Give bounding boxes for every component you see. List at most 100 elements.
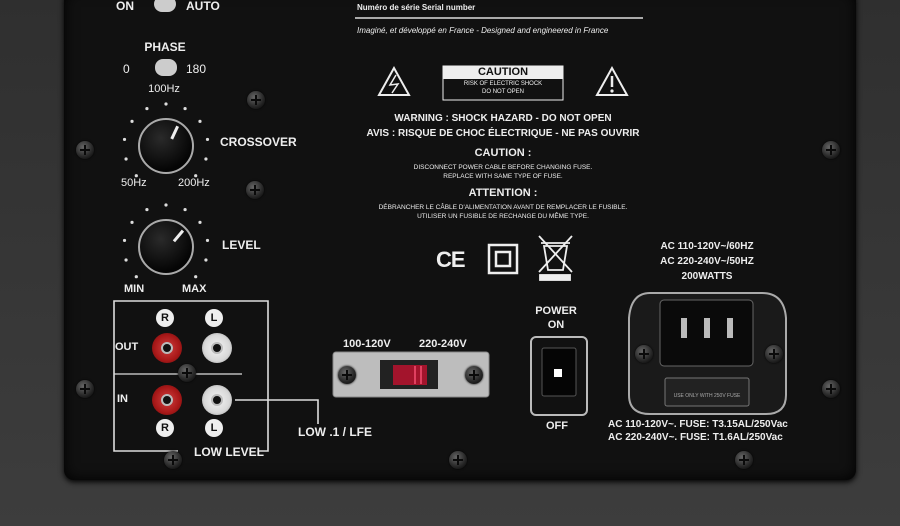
in-label: IN xyxy=(117,393,128,405)
crossover-label: CROSSOVER xyxy=(220,135,297,149)
low-level-label: LOW LEVEL xyxy=(194,445,264,459)
scale-dot xyxy=(204,157,208,161)
level-max-label: MAX xyxy=(182,283,207,295)
fuse-line1: AC 110-120V~. FUSE: T3.15AL/250Vac xyxy=(608,419,788,430)
scale-dot xyxy=(204,258,208,262)
scale-dot xyxy=(164,102,168,106)
scale-dot xyxy=(134,275,138,279)
caution-box-line1: RISK OF ELECTRIC SHOCK xyxy=(463,81,543,87)
caution-line2: REPLACE WITH SAME TYPE OF FUSE. xyxy=(443,173,563,180)
rca-in-right-jack[interactable] xyxy=(152,385,182,415)
caution-line1: DISCONNECT POWER CABLE BEFORE CHANGING F… xyxy=(413,164,593,171)
scale-dot xyxy=(145,106,149,111)
out-label: OUT xyxy=(115,341,139,353)
level-label: LEVEL xyxy=(222,238,261,252)
scale-dot xyxy=(130,220,134,224)
caution-box-line2: DO NOT OPEN xyxy=(482,89,524,95)
crossover-max-label: 200Hz xyxy=(178,177,210,189)
scale-dot xyxy=(205,238,210,243)
scale-dot xyxy=(194,174,198,178)
scale-dot xyxy=(122,238,127,243)
screw xyxy=(465,366,483,384)
phase-180-label: 180 xyxy=(186,62,207,76)
level-knob[interactable] xyxy=(138,219,194,275)
scale-dot xyxy=(124,157,128,161)
screw xyxy=(246,181,264,199)
on-auto-toggle[interactable] xyxy=(154,0,176,12)
crossover-scale-dots xyxy=(122,102,210,178)
voltage-selector-indicator[interactable] xyxy=(393,365,427,385)
rating-line1: AC 110-120V~/60HZ xyxy=(660,241,754,252)
phase-title: PHASE xyxy=(144,40,186,54)
r-badge: R xyxy=(156,309,174,327)
rca-in-left-jack[interactable] xyxy=(202,385,232,415)
scale-dot xyxy=(130,119,134,123)
screw xyxy=(765,345,783,363)
l-badge: L xyxy=(205,309,223,327)
scale-dot xyxy=(183,207,187,212)
scale-dot xyxy=(183,106,187,111)
scale-dot xyxy=(124,258,128,262)
rating-line2: AC 220-240V~/50HZ xyxy=(660,256,754,267)
l-badge: L xyxy=(205,419,223,437)
screw xyxy=(164,451,182,469)
phase-0-label: 0 xyxy=(123,62,130,76)
screw xyxy=(735,451,753,469)
double-insulation-icon xyxy=(487,243,519,275)
serial-label: Numéro de série Serial number xyxy=(357,3,476,12)
auto-label: AUTO xyxy=(186,0,220,13)
low-level-frame xyxy=(113,300,269,452)
scale-dot xyxy=(164,203,168,207)
scale-dot xyxy=(198,119,202,123)
fuse-line2: AC 220-240V~. FUSE: T1.6AL/250Vac xyxy=(608,432,783,443)
lfe-connector-line xyxy=(235,399,319,424)
ce-mark-icon: CE xyxy=(436,247,466,272)
attention-title: ATTENTION : xyxy=(468,187,538,199)
screw xyxy=(822,141,840,159)
crossover-top-label: 100Hz xyxy=(148,83,180,95)
designed-text: Imaginé, et développé en France - Design… xyxy=(357,26,609,35)
screw xyxy=(247,91,265,109)
weee-bin-icon xyxy=(538,235,573,281)
level-min-label: MIN xyxy=(124,283,145,295)
screw xyxy=(449,451,467,469)
crossover-knob[interactable] xyxy=(138,118,194,174)
scale-dot xyxy=(205,137,210,142)
r-badge: R xyxy=(156,419,174,437)
power-off-label: OFF xyxy=(546,420,568,432)
voltage-high-label: 220-240V xyxy=(419,338,467,350)
phase-toggle[interactable] xyxy=(155,59,177,76)
caution-box-title: CAUTION xyxy=(477,66,529,78)
on-label: ON xyxy=(116,0,134,13)
scale-dot xyxy=(122,137,127,142)
rating-line3: 200WATTS xyxy=(681,271,733,282)
power-title: POWER xyxy=(535,305,577,317)
caution-title: CAUTION : xyxy=(474,147,532,159)
screw xyxy=(178,364,196,382)
scale-dot xyxy=(198,220,202,224)
power-switch-frame xyxy=(530,336,588,416)
warning-fr: AVIS : RISQUE DE CHOC ÉLECTRIQUE - NE PA… xyxy=(366,128,640,139)
fuse-holder-text: USE ONLY WITH 250V FUSE xyxy=(673,393,741,399)
scale-dot xyxy=(145,207,149,212)
rca-out-right-jack[interactable] xyxy=(152,333,182,363)
crossover-min-label: 50Hz xyxy=(121,177,147,189)
voltage-low-label: 100-120V xyxy=(343,338,391,350)
attention-line2: UTILISER UN FUSIBLE DE RECHANGE DU MÊME … xyxy=(417,213,589,220)
caution-label-band xyxy=(443,66,563,79)
screw xyxy=(76,380,94,398)
screw xyxy=(338,366,356,384)
rca-out-left-jack[interactable] xyxy=(202,333,232,363)
level-scale-dots xyxy=(122,203,210,279)
power-on-indicator xyxy=(554,369,562,377)
scale-dot xyxy=(134,174,138,178)
screw xyxy=(76,141,94,159)
screw xyxy=(635,345,653,363)
attention-line1: DÉBRANCHER LE CÂBLE D'ALIMENTATION AVANT… xyxy=(378,204,628,211)
fuse-holder[interactable] xyxy=(664,377,750,407)
warning-en: WARNING : SHOCK HAZARD - DO NOT OPEN xyxy=(394,113,612,124)
lfe-label: LOW .1 / LFE xyxy=(298,425,372,439)
warning-triangle-icon xyxy=(377,65,411,96)
